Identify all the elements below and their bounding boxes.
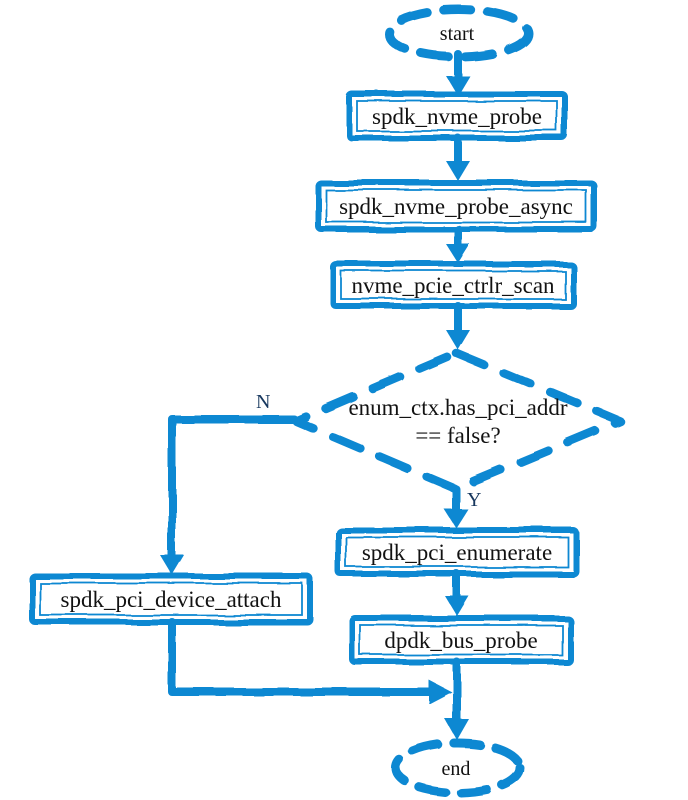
arrow-start-to-probe	[446, 50, 470, 96]
dpdk-bus-probe-label: dpdk_bus_probe	[384, 628, 537, 653]
branch-label-yes: Y	[467, 489, 481, 511]
dpdk-bus-probe-inner-border	[359, 624, 563, 656]
nvme-pcie-ctrlr-scan-inner-border	[340, 270, 566, 300]
node-dpdk-bus-probe: dpdk_bus_probe	[349, 615, 573, 665]
arrow-decision-yes	[444, 485, 468, 528]
branch-label-no: N	[256, 391, 270, 413]
node-spdk-pci-enumerate: spdk_pci_enumerate	[335, 527, 579, 577]
node-spdk-nvme-probe-async: spdk_nvme_probe_async	[315, 180, 597, 232]
decision-label-line2: == false?	[415, 423, 500, 448]
arrow-decision-no	[160, 415, 298, 575]
arrow-device-attach-to-merge	[168, 618, 452, 704]
end-label: end	[442, 758, 471, 780]
nvme-pcie-ctrlr-scan-label: nvme_pcie_ctrlr_scan	[351, 273, 555, 298]
arrow-ctrlr-scan-to-decision	[446, 302, 470, 350]
start-terminator-outline	[383, 4, 533, 62]
node-spdk-nvme-probe: spdk_nvme_probe	[346, 91, 568, 141]
spdk-pci-device-attach-inner-border	[39, 582, 303, 616]
node-decision: enum_ctx.has_pci_addr == false?	[291, 348, 625, 494]
spdk-pci-device-attach-label: spdk_pci_device_attach	[61, 587, 282, 612]
start-label: start	[440, 23, 475, 45]
spdk-nvme-probe-async-inner-border	[325, 189, 587, 223]
end-terminator-outline	[391, 738, 525, 798]
decision-label-line1: enum_ctx.has_pci_addr	[348, 395, 567, 420]
node-spdk-pci-device-attach: spdk_pci_device_attach	[29, 573, 313, 625]
decision-diamond-outline	[291, 348, 625, 494]
arrow-probe-async-to-ctrlr-scan	[446, 225, 470, 263]
nvme-pcie-ctrlr-scan-box	[330, 261, 576, 309]
arrow-bus-probe-to-end	[445, 658, 469, 740]
spdk-nvme-probe-inner-border	[356, 100, 558, 132]
arrow-probe-to-probe-async	[446, 134, 470, 181]
spdk-nvme-probe-label: spdk_nvme_probe	[372, 104, 542, 129]
spdk-pci-enumerate-label: spdk_pci_enumerate	[362, 540, 552, 565]
arrow-enumerate-to-bus-probe	[445, 570, 469, 616]
spdk-nvme-probe-async-label: spdk_nvme_probe_async	[339, 194, 573, 219]
node-start: start	[383, 4, 533, 62]
node-nvme-pcie-ctrlr-scan: nvme_pcie_ctrlr_scan	[330, 261, 576, 309]
spdk-pci-enumerate-inner-border	[345, 536, 569, 568]
node-end: end	[391, 738, 525, 798]
